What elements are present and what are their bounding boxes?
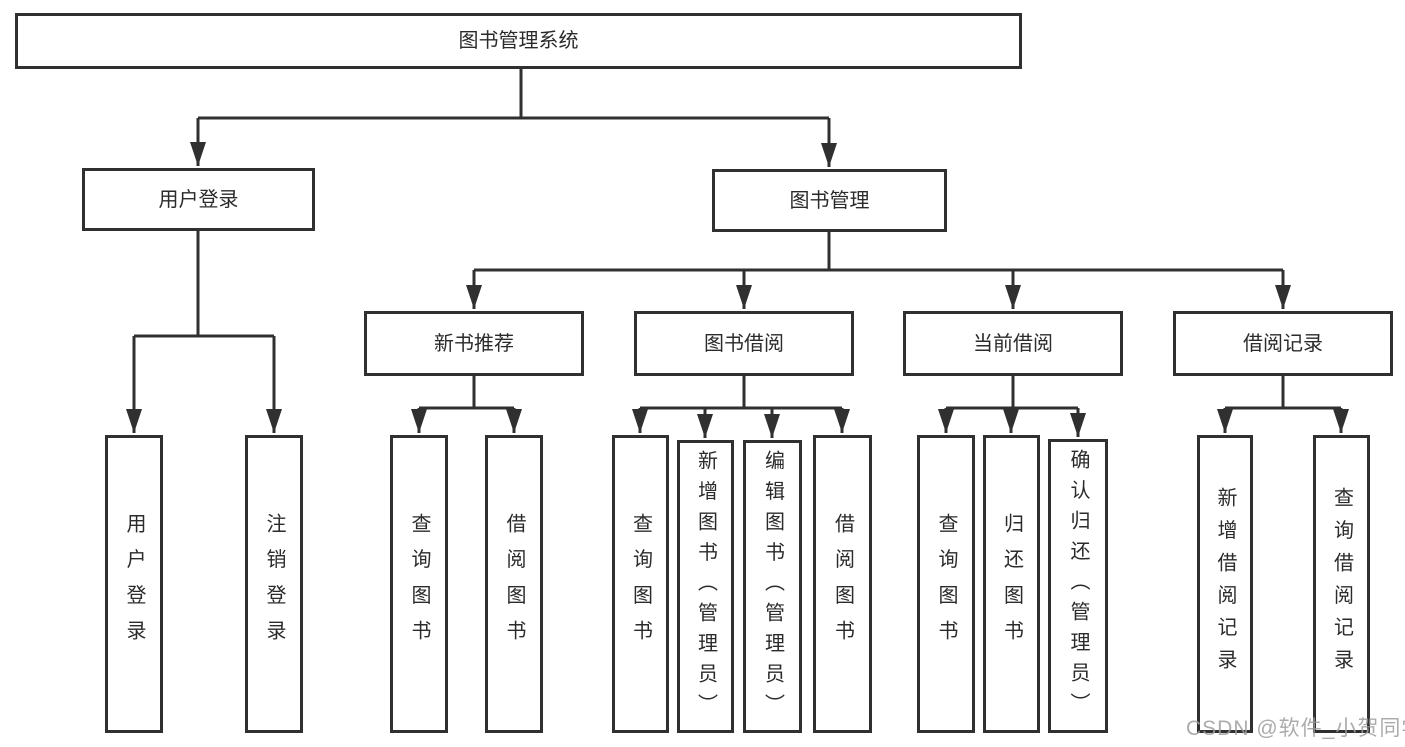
leaf-label: 查询借阅记录	[1330, 486, 1353, 682]
leaf-user-login: 用户登录	[105, 435, 163, 733]
leaf-label: 查询图书	[935, 512, 957, 656]
node-borrowing-records: 借阅记录	[1173, 311, 1393, 376]
leaf-label: 新增借阅记录	[1214, 486, 1236, 682]
node-label: 图书借阅	[704, 332, 784, 355]
node-user-login: 用户登录	[82, 168, 315, 231]
leaf-label: 查询图书	[408, 512, 430, 656]
node-library-management-system: 图书管理系统	[15, 13, 1022, 69]
leaf-query-borrow-record: 查询借阅记录	[1313, 435, 1370, 733]
leaf-label: 新增图书（管理员）	[694, 449, 717, 724]
leaf-label: 借阅图书	[503, 512, 525, 656]
leaf-confirm-return-admin: 确认归还（管理员）	[1048, 439, 1108, 733]
leaf-query-books-borrowing: 查询图书	[612, 435, 669, 733]
leaf-label: 编辑图书（管理员）	[761, 449, 784, 724]
leaf-edit-books-admin: 编辑图书（管理员）	[743, 440, 802, 733]
leaf-label: 确认归还（管理员）	[1067, 449, 1089, 723]
node-current-borrowing: 当前借阅	[903, 311, 1123, 376]
node-label: 用户登录	[158, 188, 239, 211]
leaf-add-borrow-record: 新增借阅记录	[1197, 435, 1253, 733]
leaf-borrow-books: 借阅图书	[813, 435, 872, 733]
node-label: 当前借阅	[973, 332, 1053, 355]
leaf-logout: 注销登录	[245, 435, 303, 733]
leaf-query-books-recommend: 查询图书	[390, 435, 448, 733]
leaf-borrow-books-recommend: 借阅图书	[485, 435, 543, 733]
leaf-label: 归还图书	[1000, 512, 1023, 656]
leaf-add-books-admin: 新增图书（管理员）	[677, 440, 734, 733]
leaf-query-books-current: 查询图书	[917, 435, 975, 733]
node-book-borrowing: 图书借阅	[634, 311, 854, 376]
node-new-book-recommend: 新书推荐	[364, 311, 584, 376]
leaf-label: 查询图书	[629, 512, 652, 656]
leaf-label: 用户登录	[123, 512, 145, 656]
node-label: 借阅记录	[1243, 332, 1323, 355]
node-book-management: 图书管理	[712, 169, 947, 232]
leaf-return-books: 归还图书	[983, 435, 1040, 733]
node-label: 图书管理	[789, 189, 870, 212]
node-label: 新书推荐	[434, 332, 514, 355]
leaf-label: 注销登录	[263, 512, 285, 656]
leaf-label: 借阅图书	[831, 512, 854, 656]
node-label: 图书管理系统	[458, 30, 579, 52]
csdn-watermark: CSDN @软件_小贺同学	[1186, 717, 1405, 740]
